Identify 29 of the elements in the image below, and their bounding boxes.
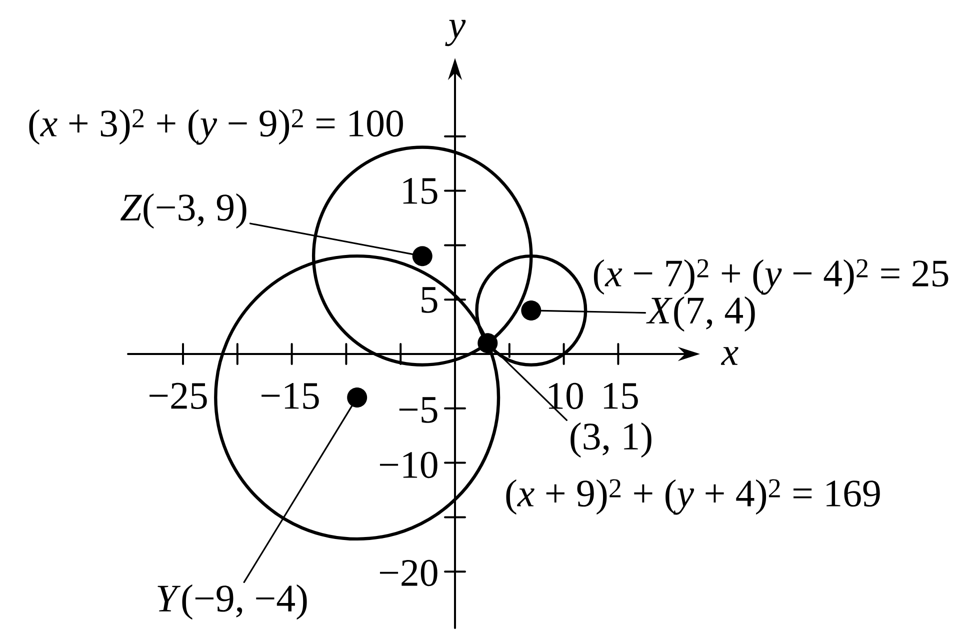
point-label: Z(−3, 9)	[120, 193, 246, 229]
point-label: Y(−9, −4)	[158, 584, 307, 620]
axis-label: y	[445, 20, 466, 46]
leader-line	[494, 349, 568, 421]
leader-line	[249, 222, 414, 255]
big-circle	[214, 254, 500, 541]
point-dot	[412, 246, 432, 266]
point-dot	[521, 300, 542, 320]
tick-label: −25	[150, 382, 207, 410]
tick-label: −5	[399, 397, 438, 423]
point-dot	[478, 333, 498, 354]
point-label: (3, 1)	[570, 422, 652, 458]
tick-label: 15	[604, 382, 638, 409]
small-circle	[475, 254, 588, 366]
equation-label: (x − 7)$^{2}$ + (y − 4)$^{2}$ = 25	[594, 259, 948, 295]
tick-label: 5	[422, 287, 438, 313]
equation-label: (x + 3)$^{2}$ + (y − 9)$^{2}$ = 100	[29, 109, 403, 145]
tick-label: −15	[262, 382, 319, 409]
point-label: X(7, 4)	[646, 296, 755, 332]
tick-label: −10	[380, 452, 438, 478]
tick-label: 10	[549, 382, 583, 410]
leader-line	[243, 405, 353, 583]
axis-label: x	[720, 347, 738, 365]
point-dot	[347, 388, 368, 408]
equation-label: (x + 9)$^{2}$ + (y + 4)$^{2}$ = 169	[506, 479, 880, 515]
tick-label: −20	[380, 560, 438, 586]
leader-line	[540, 310, 646, 314]
big-circle	[312, 146, 533, 366]
tick-label: 15	[403, 178, 438, 204]
